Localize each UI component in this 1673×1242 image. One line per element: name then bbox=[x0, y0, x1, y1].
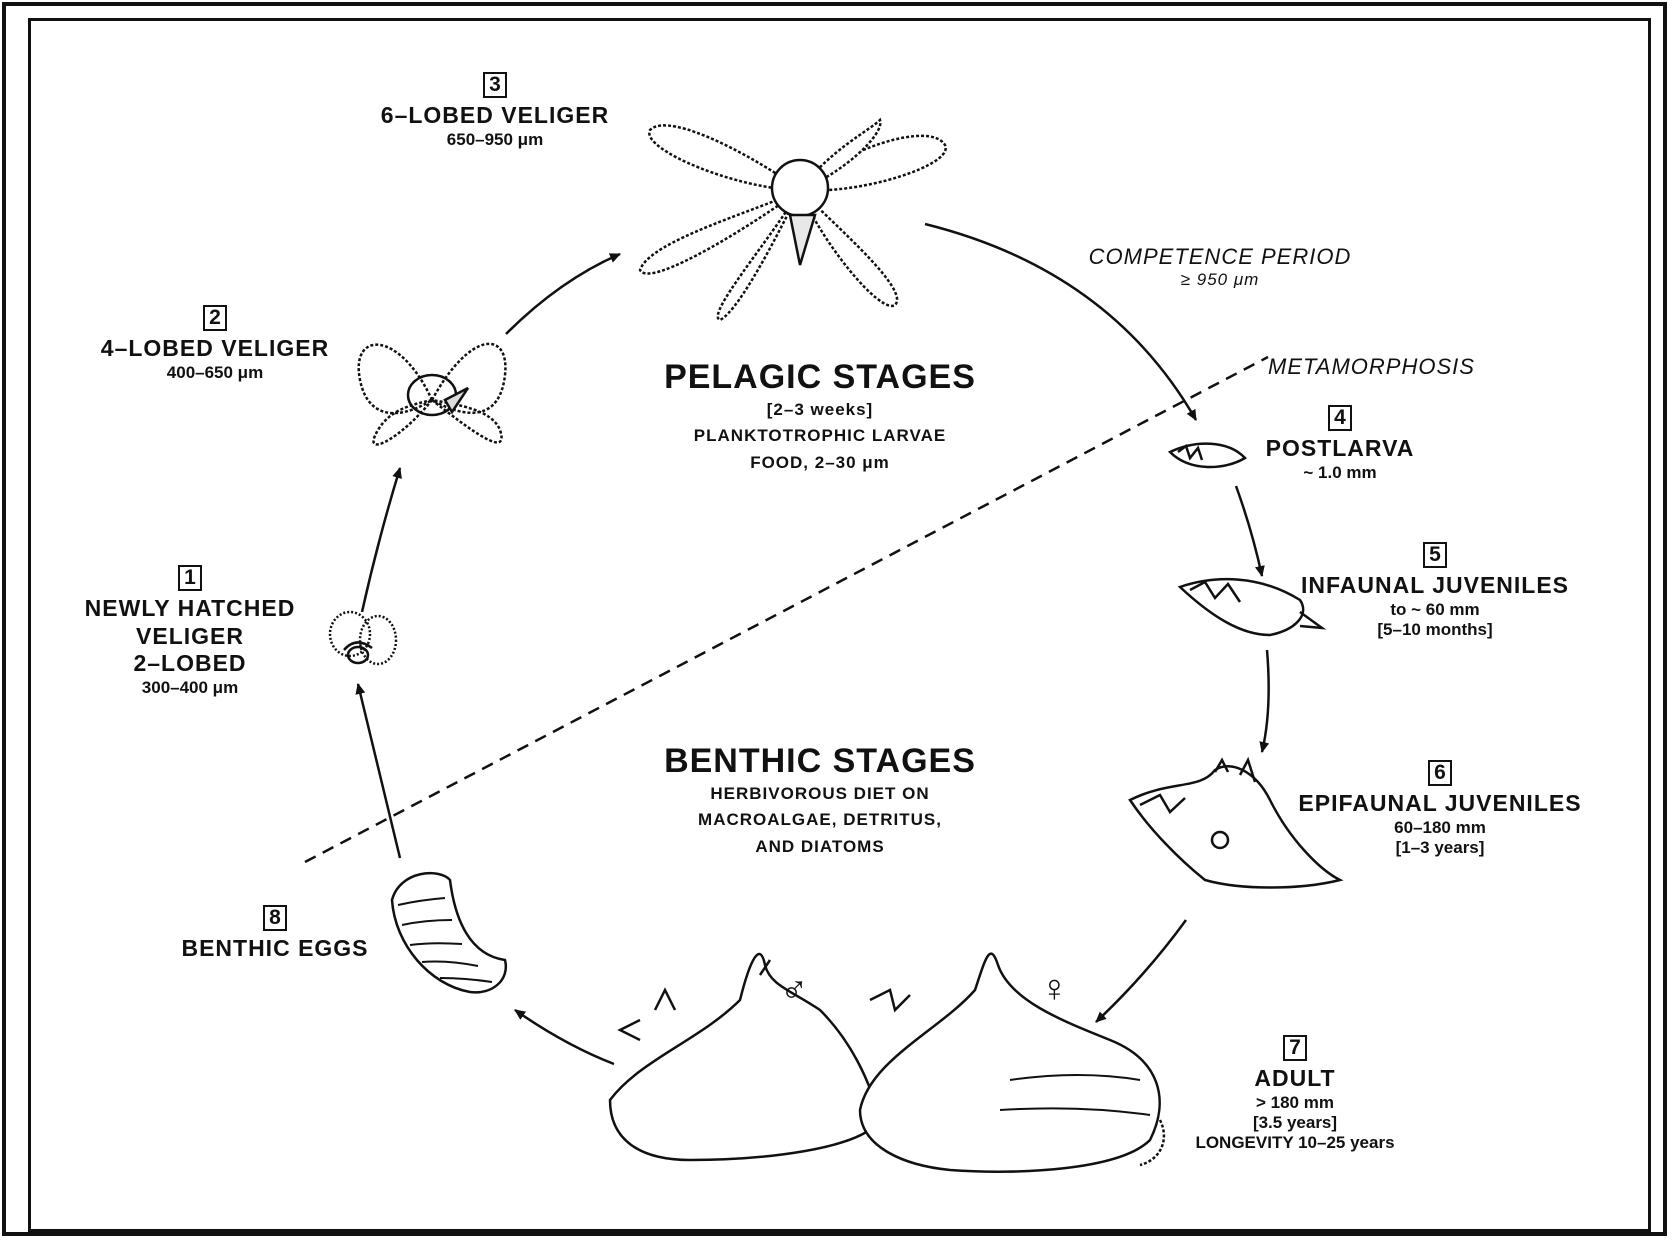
stage-7-number: 7 bbox=[1283, 1035, 1307, 1061]
stage-7-size: > 180 mm bbox=[1256, 1093, 1334, 1112]
arrow-5-to-6 bbox=[1262, 650, 1269, 752]
stage-5-duration: [5–10 months] bbox=[1377, 620, 1492, 639]
pelagic-feeding: PLANKTOTROPHIC LARVAE bbox=[620, 423, 1020, 449]
stage-8-number: 8 bbox=[263, 905, 287, 931]
stage-1-size: 300–400 μm bbox=[142, 678, 238, 697]
benthic-stages-title: BENTHIC STAGES bbox=[620, 742, 1020, 781]
stage-4-label: 4 POSTLARVA ~ 1.0 mm bbox=[1250, 405, 1430, 483]
cycle-arrows bbox=[358, 224, 1269, 1064]
six-lobed-veliger-icon bbox=[640, 120, 946, 320]
competence-period-label: COMPETENCE PERIOD bbox=[1070, 244, 1370, 270]
adult-male-conch-icon bbox=[610, 954, 880, 1160]
stage-8-name: BENTHIC EGGS bbox=[181, 935, 368, 961]
stage-2-name: 4–LOBED VELIGER bbox=[101, 335, 329, 361]
stage-1-name-line-2: VELIGER bbox=[136, 623, 244, 649]
stage-7-longevity: LONGEVITY 10–25 years bbox=[1195, 1133, 1394, 1152]
stage-4-number: 4 bbox=[1328, 405, 1352, 431]
competence-period-block: COMPETENCE PERIOD ≥ 950 μm bbox=[1070, 244, 1370, 290]
arrow-2-to-3 bbox=[506, 254, 620, 334]
benthic-diet-line-3: AND DIATOMS bbox=[620, 834, 1020, 860]
arrow-6-to-7 bbox=[1096, 920, 1186, 1022]
benthic-diet-line-2: MACROALGAE, DETRITUS, bbox=[620, 807, 1020, 833]
stage-5-number: 5 bbox=[1423, 542, 1447, 568]
stage-4-size: ~ 1.0 mm bbox=[1303, 463, 1376, 482]
stage-6-name: EPIFAUNAL JUVENILES bbox=[1298, 790, 1581, 816]
stage-7-name: ADULT bbox=[1254, 1065, 1335, 1091]
stage-6-duration: [1–3 years] bbox=[1396, 838, 1485, 857]
competence-period-size: ≥ 950 μm bbox=[1070, 270, 1370, 290]
pelagic-stages-title: PELAGIC STAGES bbox=[620, 358, 1020, 397]
stage-6-label: 6 EPIFAUNAL JUVENILES 60–180 mm [1–3 yea… bbox=[1285, 760, 1595, 858]
stage-1-name-line-3: 2–LOBED bbox=[133, 650, 246, 676]
stage-6-number: 6 bbox=[1428, 760, 1452, 786]
stage-2-size: 400–650 μm bbox=[167, 363, 263, 382]
stage-4-name: POSTLARVA bbox=[1266, 435, 1415, 461]
stage-2-number: 2 bbox=[203, 305, 227, 331]
stage-1-label: 1 NEWLY HATCHED VELIGER 2–LOBED 300–400 … bbox=[70, 565, 310, 698]
stage-6-size: 60–180 mm bbox=[1394, 818, 1486, 837]
stage-1-name-line-1: NEWLY HATCHED bbox=[85, 595, 296, 621]
stage-3-number: 3 bbox=[483, 72, 507, 98]
stage-7-duration: [3.5 years] bbox=[1253, 1113, 1337, 1132]
adult-female-conch-icon bbox=[860, 954, 1164, 1172]
arrow-1-to-2 bbox=[362, 468, 400, 612]
stage-1-number: 1 bbox=[178, 565, 202, 591]
pelagic-duration: [2–3 weeks] bbox=[620, 397, 1020, 423]
stage-8-label: 8 BENTHIC EGGS bbox=[160, 905, 390, 963]
pelagic-food: FOOD, 2–30 μm bbox=[620, 450, 1020, 476]
stage-5-size: to ~ 60 mm bbox=[1390, 600, 1479, 619]
stage-7-label: 7 ADULT > 180 mm [3.5 years] LONGEVITY 1… bbox=[1160, 1035, 1430, 1154]
arrow-4-to-5 bbox=[1236, 486, 1262, 576]
metamorphosis-label: METAMORPHOSIS bbox=[1268, 354, 1475, 380]
benthic-stages-block: BENTHIC STAGES HERBIVOROUS DIET ON MACRO… bbox=[620, 742, 1020, 860]
stage-3-name: 6–LOBED VELIGER bbox=[381, 102, 609, 128]
pelagic-stages-block: PELAGIC STAGES [2–3 weeks] PLANKTOTROPHI… bbox=[620, 358, 1020, 476]
stage-3-size: 650–950 μm bbox=[447, 130, 543, 149]
stage-2-label: 2 4–LOBED VELIGER 400–650 μm bbox=[80, 305, 350, 383]
newly-hatched-veliger-icon bbox=[330, 612, 396, 664]
postlarva-icon bbox=[1170, 444, 1245, 467]
benthic-eggs-icon bbox=[392, 873, 506, 992]
stage-5-name: INFAUNAL JUVENILES bbox=[1301, 572, 1569, 598]
female-symbol: ♀ bbox=[1040, 968, 1069, 1011]
stage-3-label: 3 6–LOBED VELIGER 650–950 μm bbox=[360, 72, 630, 150]
arrow-7-to-8 bbox=[515, 1010, 614, 1064]
four-lobed-veliger-icon bbox=[359, 344, 506, 445]
stage-5-label: 5 INFAUNAL JUVENILES to ~ 60 mm [5–10 mo… bbox=[1290, 542, 1580, 640]
benthic-diet-line-1: HERBIVOROUS DIET ON bbox=[620, 781, 1020, 807]
male-symbol: ♂ bbox=[780, 968, 809, 1011]
